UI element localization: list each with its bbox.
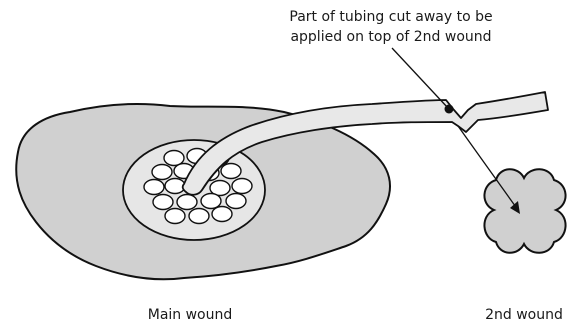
second-wound-shape bbox=[484, 169, 565, 253]
dressing-hole bbox=[153, 195, 173, 210]
main-wound-label: Main wound bbox=[148, 307, 233, 323]
dressing-hole bbox=[221, 164, 241, 179]
dressing-hole bbox=[189, 209, 209, 224]
second-wound-label: 2nd wound bbox=[485, 307, 563, 323]
annotation-line-2: applied on top of 2nd wound bbox=[290, 29, 491, 45]
annotation-line-1: Part of tubing cut away to be bbox=[289, 9, 492, 25]
dressing-hole bbox=[232, 179, 252, 194]
dressing-hole bbox=[177, 195, 197, 210]
dressing-hole bbox=[201, 194, 221, 209]
cut-point-marker bbox=[445, 105, 454, 114]
dressing-hole bbox=[144, 180, 164, 195]
dressing-hole bbox=[212, 207, 232, 222]
dressing-hole bbox=[165, 209, 185, 224]
annotation-leader-line bbox=[392, 48, 448, 108]
dressing-hole bbox=[152, 165, 172, 180]
dressing-hole bbox=[226, 194, 246, 209]
